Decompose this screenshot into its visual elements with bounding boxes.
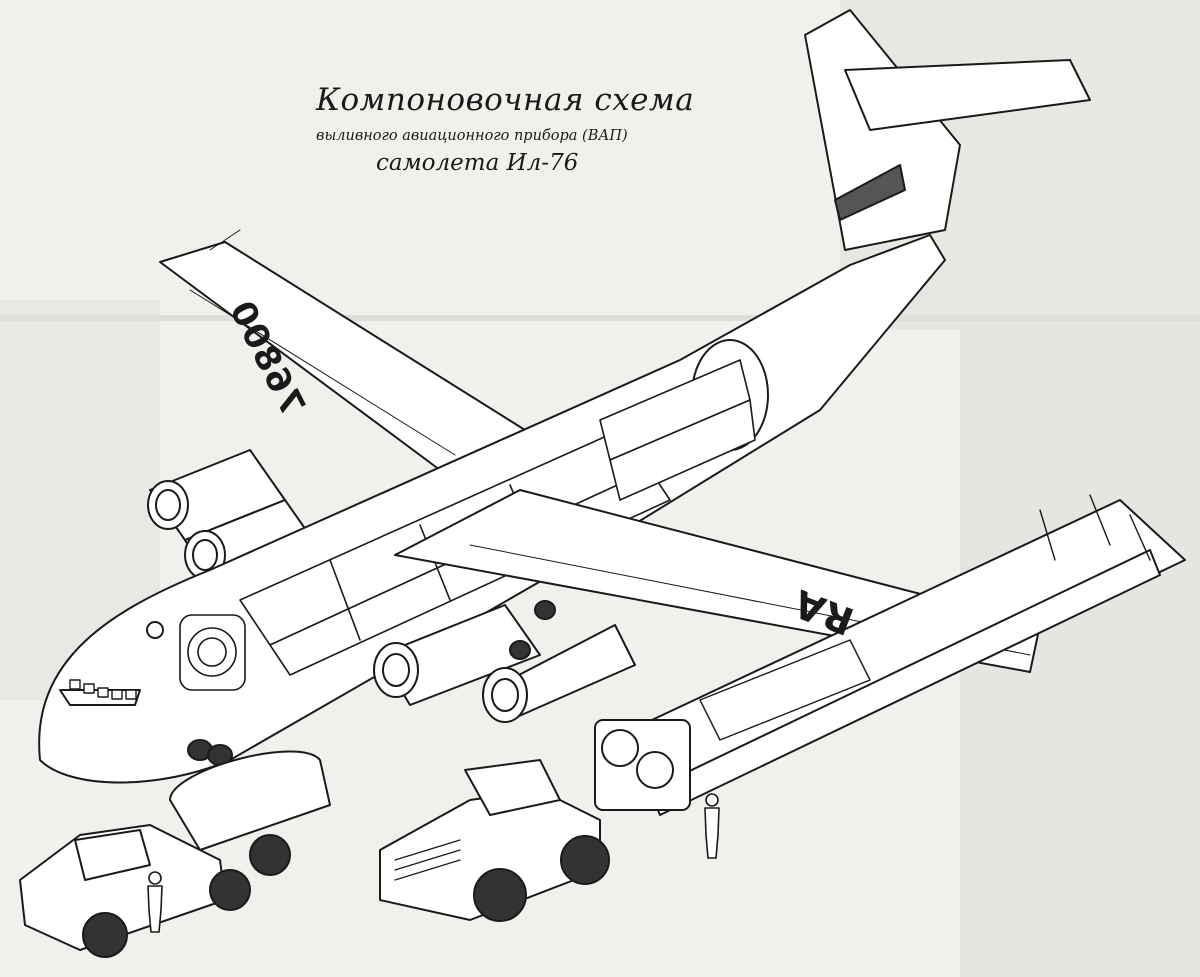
title-line-1: Компоновочная схема (316, 82, 695, 118)
right-engines (373, 604, 636, 723)
tail-fin (804, 9, 1091, 251)
fuel-truck (19, 750, 331, 958)
human-figures (147, 793, 720, 933)
title-line-3: самолета Ил-76 (376, 150, 579, 176)
tractor (379, 759, 610, 922)
landing-gear (187, 600, 556, 766)
left-wing (159, 229, 526, 471)
title-line-2: выливного авиационного прибора (ВАП) (316, 128, 628, 144)
left-engines (147, 449, 321, 591)
extracted-tank-module (594, 494, 1186, 816)
